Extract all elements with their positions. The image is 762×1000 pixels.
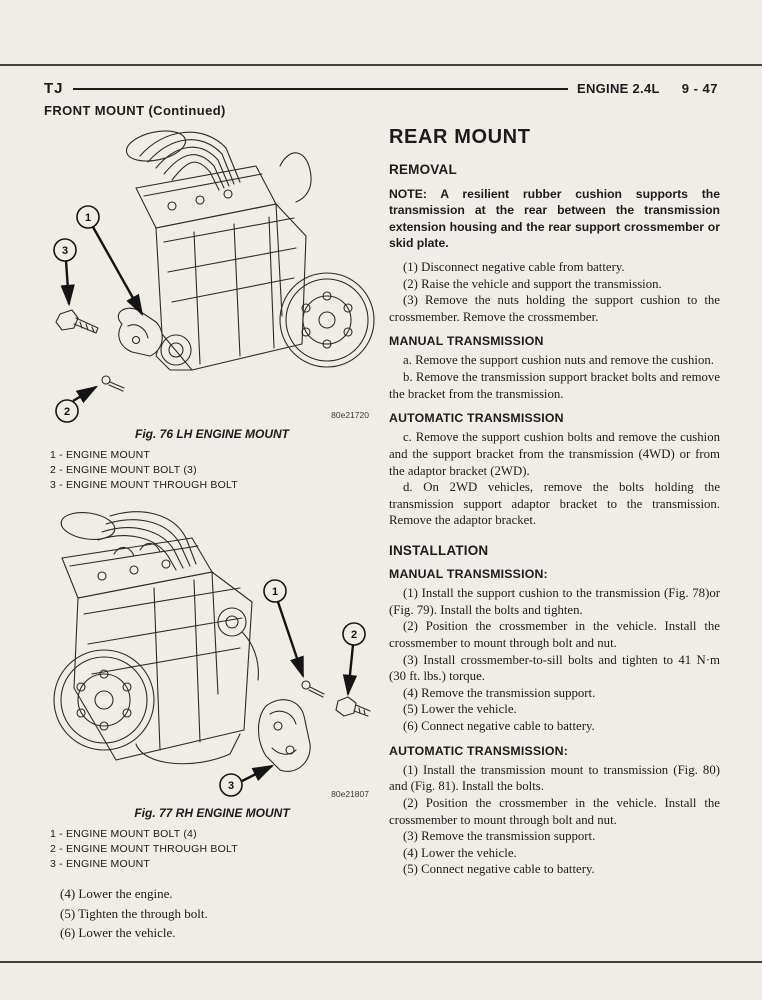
- manual-step: b. Remove the transmission support brack…: [389, 370, 720, 401]
- fig76-callout-1-label: 1: [85, 212, 91, 224]
- fig76-arrow-2: [72, 385, 99, 404]
- fig77-callout-3-circle: [219, 772, 243, 797]
- install-manual-step: (2) Position the crossmember in the vehi…: [389, 619, 720, 650]
- front-mount-step: (5) Tighten the through bolt.: [60, 905, 208, 921]
- install-automatic-step: (3) Remove the transmission support.: [403, 829, 596, 844]
- automatic-step: d. On 2WD vehicles, remove the bolts hol…: [389, 480, 720, 528]
- page-number: 9 - 47: [681, 81, 718, 96]
- fig76-callout-1-circle: [76, 205, 100, 229]
- fig76-callout-2-label: 2: [64, 406, 70, 418]
- manual-transmission-heading: MANUAL TRANSMISSION: [389, 334, 544, 349]
- fig76-callout-2-circle: [55, 399, 79, 423]
- install-manual-step: (3) Install crossmember-to-sill bolts an…: [389, 652, 720, 684]
- install-automatic-step: (5) Connect negative cable to battery.: [403, 862, 595, 877]
- front-mount-heading: FRONT MOUNT (Continued): [44, 103, 226, 118]
- fig77-legend-item: 1 - ENGINE MOUNT BOLT (4): [50, 827, 197, 840]
- fig77-legend-item: 3 - ENGINE MOUNT: [50, 857, 151, 870]
- front-mount-steps: (4) Lower the engine. (5) Tighten the th…: [44, 884, 380, 943]
- fig77-arrow-3: [241, 764, 275, 782]
- install-automatic-step: (1) Install the transmission mount to tr…: [389, 762, 720, 794]
- fig77-callout-1-circle: [263, 578, 287, 603]
- fig76-arrow-3: [60, 260, 75, 307]
- fig76-caption: Fig. 76 LH ENGINE MOUNT: [134, 427, 289, 441]
- removal-step: (2) Raise the vehicle and support the tr…: [403, 276, 662, 291]
- removal-step: (3) Remove the nuts holding the support …: [389, 293, 720, 324]
- figure-76: 1 3 2 80e21720 Fig. 76 LH ENGINE MOUNT 1…: [44, 120, 380, 493]
- right-column: REAR MOUNT REMOVAL NOTE: A resilient rub…: [389, 126, 720, 878]
- fig77-arrow-2: [342, 644, 358, 697]
- automatic-step: c. Remove the support cushion bolts and …: [389, 430, 720, 478]
- page-header: TJ ENGINE 2.4L 9 - 47: [44, 80, 718, 97]
- fig76-engine-illustration: 1 3 2 80e21720: [53, 130, 375, 423]
- fig76-legend: 1 - ENGINE MOUNT 2 - ENGINE MOUNT BOLT (…: [50, 448, 380, 493]
- fig76-arrow-1: [91, 226, 144, 317]
- fig77-engine-illustration: 1 2 3 80e21807: [53, 510, 371, 799]
- page-bottom-edge: [0, 961, 762, 963]
- front-mount-step: (6) Lower the vehicle.: [60, 925, 176, 941]
- fig77-callout-2-label: 2: [351, 629, 357, 641]
- fig76-callout-3-label: 3: [62, 245, 68, 257]
- install-automatic-heading: AUTOMATIC TRANSMISSION:: [389, 743, 569, 758]
- removal-step: (1) Disconnect negative cable from batte…: [403, 259, 625, 274]
- fig77-caption: Fig. 77 RH ENGINE MOUNT: [134, 805, 290, 820]
- front-mount-step: (4) Lower the engine.: [60, 886, 173, 902]
- fig77-callout-3-label: 3: [228, 780, 234, 792]
- fig76-photo-code: 80e21720: [331, 410, 369, 420]
- fig77-engine-lineart: [53, 510, 371, 772]
- install-manual-step: (4) Remove the transmission support.: [403, 685, 596, 700]
- fig76-engine-lineart: [55, 130, 375, 392]
- install-automatic-step: (4) Lower the vehicle.: [403, 845, 517, 860]
- page-top-edge: [0, 64, 762, 66]
- fig77-legend-item: 2 - ENGINE MOUNT THROUGH BOLT: [50, 842, 238, 855]
- automatic-transmission-heading: AUTOMATIC TRANSMISSION: [389, 411, 564, 426]
- fig76-callout-arrows: [60, 226, 144, 404]
- installation-heading: INSTALLATION: [389, 543, 489, 558]
- section-title: ENGINE 2.4L: [576, 81, 660, 96]
- fig76-callouts: 1 3 2: [53, 205, 100, 423]
- figure-77: 1 2 3 80e21807 Fig. 77 RH ENGINE MOUNT 1…: [44, 504, 380, 872]
- fig77-arrow-1: [276, 601, 305, 678]
- header-rule: [72, 87, 568, 90]
- fig76-legend-item: 1 - ENGINE MOUNT: [50, 449, 151, 461]
- fig77-photo-code: 80e21807: [331, 789, 369, 799]
- rear-mount-title: REAR MOUNT: [389, 126, 531, 148]
- install-manual-heading: MANUAL TRANSMISSION:: [389, 567, 548, 581]
- fig77-callouts: 1 2 3: [219, 578, 366, 797]
- fig77-legend: 1 - ENGINE MOUNT BOLT (4) 2 - ENGINE MOU…: [50, 827, 380, 872]
- removal-heading: REMOVAL: [389, 162, 457, 177]
- left-column: FRONT MOUNT (Continued): [44, 103, 380, 943]
- fig77-callout-1-label: 1: [272, 586, 278, 598]
- fig77-callout-arrows: [241, 601, 358, 782]
- model-code: TJ: [44, 80, 64, 97]
- removal-note: NOTE: A resilient rubber cushion support…: [389, 187, 720, 251]
- fig76-legend-item: 2 - ENGINE MOUNT BOLT (3): [50, 463, 197, 476]
- install-manual-step: (5) Lower the vehicle.: [403, 702, 517, 717]
- fig76-legend-item: 3 - ENGINE MOUNT THROUGH BOLT: [50, 478, 238, 491]
- manual-step: a. Remove the support cushion nuts and r…: [403, 353, 714, 368]
- install-manual-step: (6) Connect negative cable to battery.: [403, 719, 595, 733]
- fig76-callout-3-circle: [53, 238, 77, 262]
- install-manual-step: (1) Install the support cushion to the t…: [389, 586, 720, 617]
- install-automatic-step: (2) Position the crossmember in the vehi…: [389, 795, 720, 827]
- fig77-callout-2-circle: [342, 621, 366, 646]
